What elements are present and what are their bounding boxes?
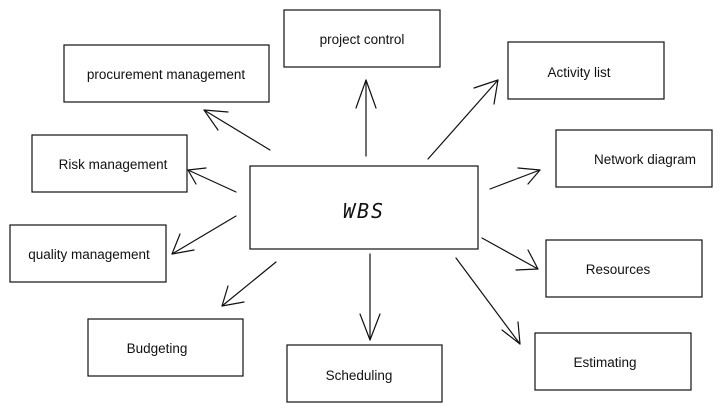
node-wbs: WBS	[249, 165, 479, 250]
arrow-to-procurement-management	[203, 109, 271, 151]
node-procurement-management: procurement management	[63, 44, 270, 103]
node-quality-management: quality management	[9, 224, 167, 283]
node-risk-management-label: Risk management	[59, 157, 168, 172]
arrow-to-quality-management	[171, 215, 237, 255]
node-project-control-label: project control	[320, 32, 405, 47]
node-scheduling: Scheduling	[286, 344, 443, 403]
arrow-to-resources	[481, 237, 539, 271]
arrow-to-risk-management	[187, 167, 237, 193]
arrow-to-scheduling	[359, 253, 381, 341]
node-wbs-label: WBS	[343, 199, 385, 223]
arrow-to-project-control	[355, 79, 377, 157]
arrow-to-estimating	[455, 257, 521, 345]
node-network-diagram: Network diagram	[555, 129, 713, 188]
node-resources-label: Resources	[586, 262, 651, 277]
node-activity-list: Activity list	[507, 41, 665, 100]
node-project-control: project control	[283, 9, 441, 68]
arrow-to-network-diagram	[489, 167, 541, 190]
node-risk-management: Risk management	[31, 134, 188, 193]
node-quality-management-label: quality management	[28, 247, 150, 262]
node-resources: Resources	[545, 239, 703, 298]
node-network-diagram-label: Network diagram	[594, 152, 696, 167]
node-activity-list-label: Activity list	[547, 65, 610, 80]
node-scheduling-label: Scheduling	[326, 368, 393, 383]
node-procurement-management-label: procurement management	[87, 67, 246, 82]
node-estimating: Estimating	[534, 332, 692, 391]
node-budgeting-label: Budgeting	[127, 341, 188, 356]
arrow-to-activity-list	[427, 79, 499, 160]
node-budgeting: Budgeting	[87, 318, 244, 377]
node-estimating-label: Estimating	[573, 355, 636, 370]
arrow-to-budgeting	[221, 261, 277, 307]
